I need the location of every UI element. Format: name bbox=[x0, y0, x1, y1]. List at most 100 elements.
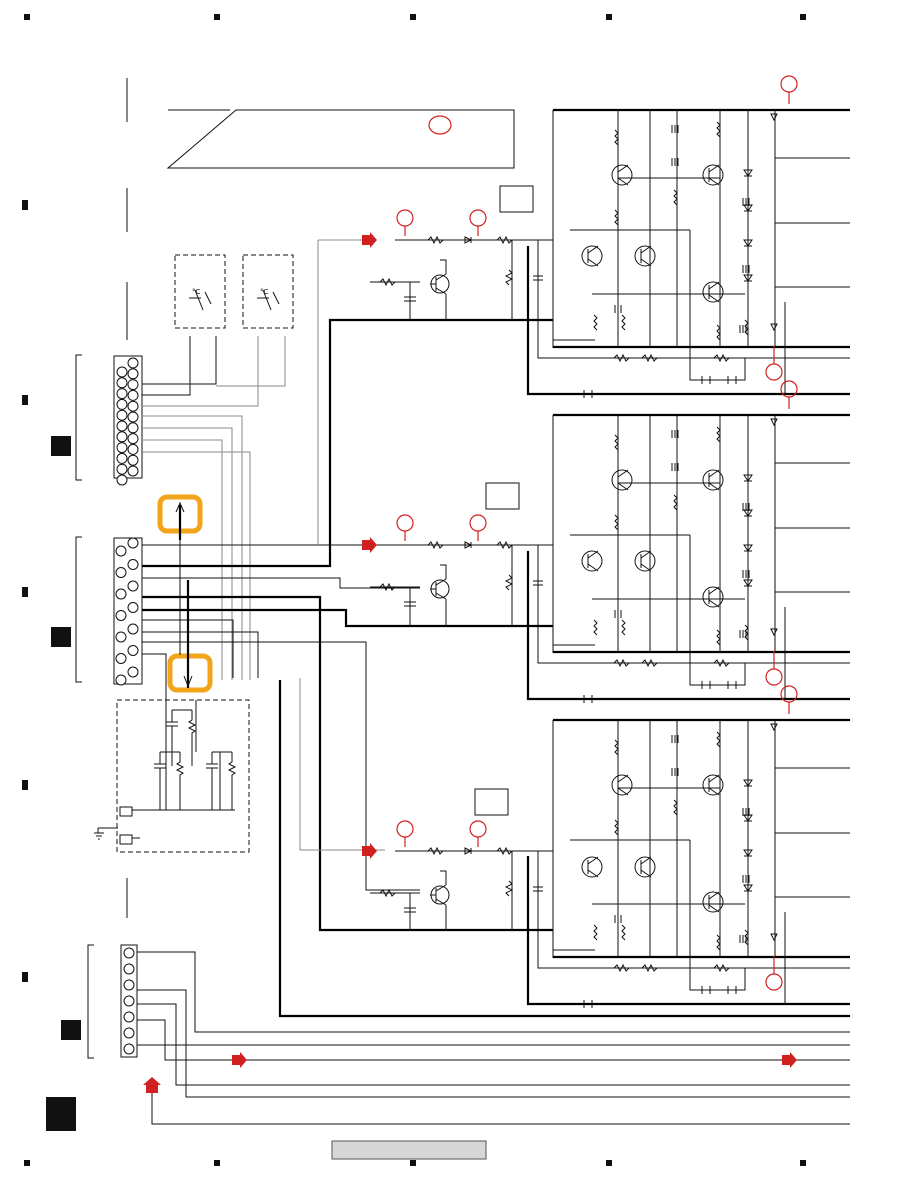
input-arrow-icon bbox=[362, 232, 377, 248]
transistor-icon bbox=[582, 551, 602, 571]
resistor-icon bbox=[594, 315, 597, 330]
thermistor-wire bbox=[142, 336, 216, 384]
resistor-icon bbox=[506, 270, 512, 285]
transistor-icon bbox=[635, 857, 655, 877]
connector-pin bbox=[124, 964, 134, 974]
bus-arrow-icon bbox=[232, 1052, 247, 1068]
annotation-circle bbox=[781, 76, 797, 92]
connector-pin bbox=[128, 390, 138, 400]
bus-arrow-icon bbox=[782, 1052, 797, 1068]
connector-pin bbox=[117, 378, 127, 388]
annotation-circle bbox=[766, 669, 782, 685]
resistor-icon bbox=[622, 620, 625, 635]
connector-pin bbox=[124, 1044, 134, 1054]
connector-pin bbox=[128, 455, 138, 465]
bus-arrow-icon bbox=[143, 1077, 161, 1093]
resistor-icon bbox=[622, 925, 625, 940]
connector-pin bbox=[128, 603, 138, 613]
supply-rail bbox=[528, 856, 850, 1004]
resistor-icon bbox=[594, 620, 597, 635]
input-arrow-icon bbox=[362, 537, 377, 553]
resistor-icon bbox=[622, 315, 625, 330]
ground-icon bbox=[94, 833, 104, 839]
connector-pin bbox=[128, 624, 138, 634]
connector-pin bbox=[124, 1028, 134, 1038]
signal-wire bbox=[142, 654, 166, 700]
connector-pin bbox=[116, 568, 126, 578]
filter-components bbox=[154, 700, 235, 810]
connector-pin bbox=[128, 358, 138, 368]
resistor-icon bbox=[506, 881, 512, 896]
connector-pin bbox=[128, 560, 138, 570]
amplifier-channel-2 bbox=[362, 381, 850, 703]
diode-icon bbox=[771, 114, 777, 330]
amplifier-channel-1 bbox=[362, 76, 850, 398]
transistor-icon bbox=[582, 246, 602, 266]
signal-wire bbox=[300, 678, 385, 850]
supply-rail bbox=[142, 597, 553, 930]
connector-pin bbox=[128, 444, 138, 454]
capacitor-icon bbox=[404, 282, 416, 320]
connector-pin bbox=[117, 475, 127, 485]
part-label-box bbox=[486, 483, 519, 509]
signal-wire bbox=[142, 440, 222, 680]
resistor-icon bbox=[594, 925, 597, 940]
supply-rail bbox=[142, 610, 553, 626]
signal-wire bbox=[142, 416, 242, 680]
part-label-box bbox=[475, 789, 508, 815]
annotation-circle bbox=[397, 821, 413, 837]
connector-pin bbox=[116, 675, 126, 685]
annotation-circle bbox=[429, 116, 451, 134]
highlight-markers bbox=[160, 497, 210, 690]
connector-pin bbox=[128, 369, 138, 379]
annotation-circle bbox=[766, 974, 782, 990]
transistor-icon bbox=[635, 551, 655, 571]
connector-pin bbox=[124, 1012, 134, 1022]
diode-icon bbox=[771, 724, 777, 940]
capacitor-icon bbox=[615, 305, 621, 313]
annotation-circle bbox=[766, 364, 782, 380]
transistor-icon bbox=[582, 857, 602, 877]
connector-pin bbox=[128, 581, 138, 591]
connector-pin bbox=[124, 948, 134, 958]
connector-pin bbox=[116, 611, 126, 621]
temperature-symbol: °C bbox=[192, 288, 201, 296]
connector-pin bbox=[117, 443, 127, 453]
annotation-circle bbox=[470, 210, 486, 226]
thermistor-wire bbox=[216, 336, 285, 386]
thermistor-2: °C bbox=[243, 255, 293, 328]
dynamic-content bbox=[116, 76, 850, 1093]
connector-pin bbox=[128, 401, 138, 411]
connector-pin bbox=[117, 421, 127, 431]
connector-pin bbox=[117, 432, 127, 442]
transistor-icon bbox=[612, 165, 632, 185]
resistor-icon bbox=[189, 710, 195, 766]
connector-c bbox=[46, 945, 137, 1131]
supply-rail bbox=[528, 551, 850, 699]
connector-pin bbox=[128, 434, 138, 444]
footer-bar bbox=[332, 1141, 486, 1159]
transistor-icon bbox=[612, 470, 632, 490]
connector-pin bbox=[128, 423, 138, 433]
filter-network bbox=[94, 700, 249, 852]
connector-pin bbox=[128, 667, 138, 677]
connector-pin bbox=[128, 466, 138, 476]
resistor-icon bbox=[506, 575, 512, 590]
connector-pin bbox=[128, 538, 138, 548]
capacitor-icon bbox=[615, 915, 621, 923]
thermistor-1: °C bbox=[175, 255, 225, 328]
connector-pin bbox=[128, 646, 138, 656]
annotation-circle bbox=[470, 515, 486, 531]
supply-rail bbox=[142, 320, 553, 566]
diode-icon bbox=[771, 419, 777, 635]
capacitor-icon bbox=[404, 893, 416, 931]
connector-pin bbox=[116, 632, 126, 642]
transistor-icon bbox=[635, 246, 655, 266]
part-label-box bbox=[500, 186, 533, 212]
annotation-circle bbox=[397, 210, 413, 226]
amplifier-channel-3 bbox=[362, 686, 850, 1008]
connector-pin bbox=[116, 546, 126, 556]
transistor-icon bbox=[612, 775, 632, 795]
